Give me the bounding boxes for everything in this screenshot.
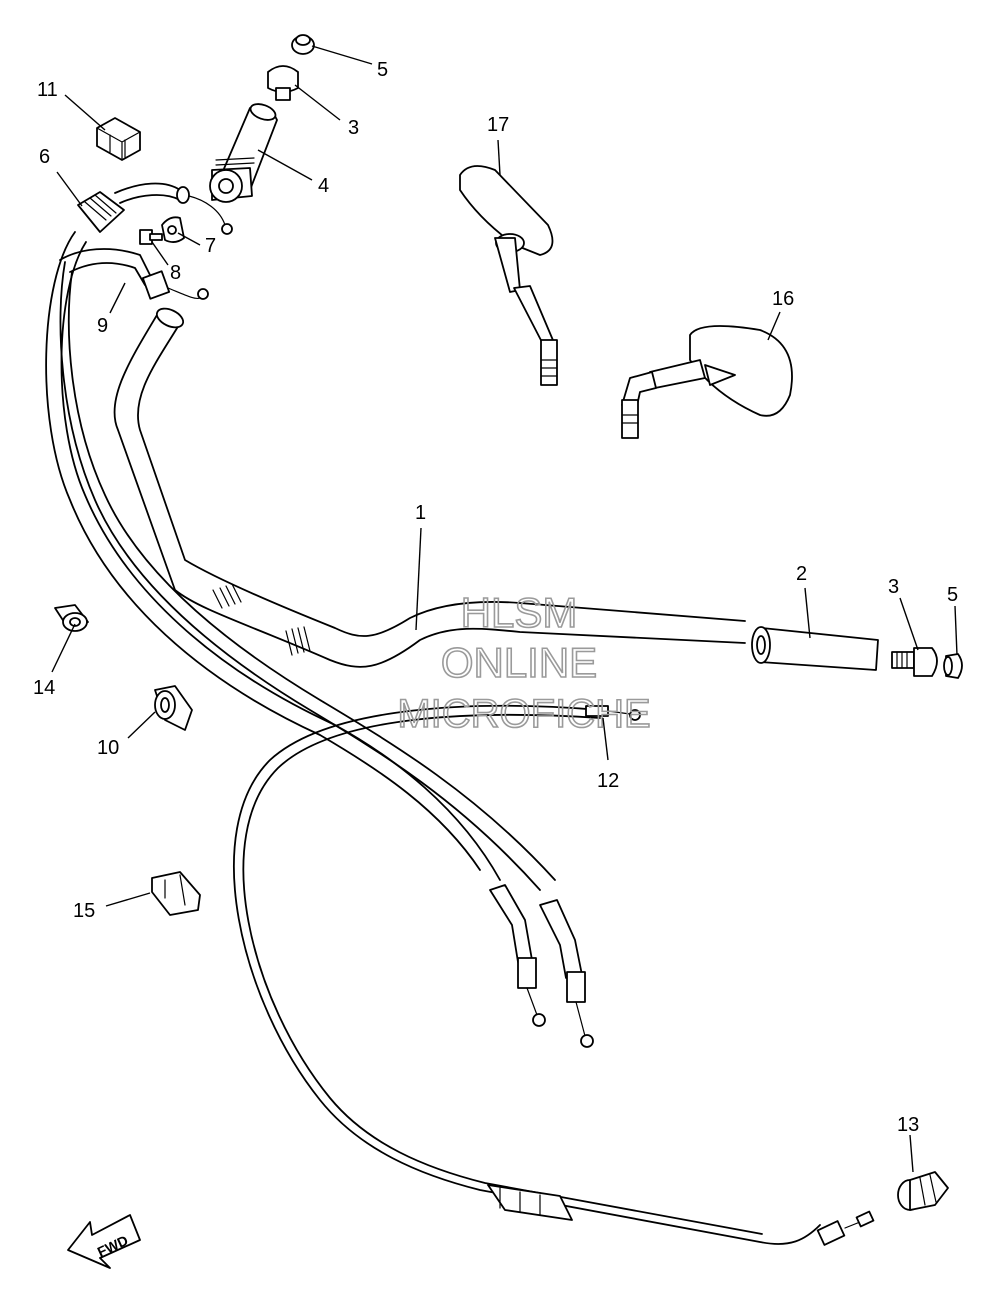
callout-3-left: 3 — [888, 576, 899, 598]
callout-2: 2 — [796, 563, 807, 585]
switch-screw[interactable] — [139, 229, 163, 245]
callout-5-left: 5 — [947, 584, 958, 606]
forward-direction-arrow: FWD — [67, 1214, 141, 1269]
leader-lines — [51, 45, 958, 1173]
callout-8: 8 — [170, 262, 181, 284]
switch-clamp[interactable] — [161, 216, 185, 243]
callout-12: 12 — [597, 770, 619, 792]
watermark-line-2: ONLINE — [441, 639, 597, 686]
cable-clamp-14[interactable] — [54, 604, 89, 632]
cable-clamp-15[interactable] — [151, 871, 201, 916]
handlebar-switch-left[interactable] — [59, 248, 209, 300]
clutch-cable[interactable] — [233, 704, 875, 1246]
bar-end-weight-right[interactable] — [267, 65, 299, 101]
rear-view-mirror-right[interactable] — [459, 165, 558, 386]
throttle-grip[interactable] — [209, 101, 278, 203]
callout-9: 9 — [97, 315, 108, 337]
callout-7: 7 — [205, 235, 216, 257]
bar-end-weight-left[interactable] — [891, 647, 938, 677]
throttle-cables[interactable] — [45, 231, 594, 1048]
callout-17: 17 — [487, 114, 509, 136]
callout-numbers: 1 2 3 3 4 5 5 6 7 8 9 10 11 12 13 14 15 … — [33, 59, 958, 1136]
callout-16: 16 — [772, 288, 794, 310]
cable-clamp-10[interactable] — [154, 685, 193, 731]
callout-15: 15 — [73, 900, 95, 922]
callout-5-right: 5 — [377, 59, 388, 81]
callout-6: 6 — [39, 146, 50, 168]
bar-end-screw-left[interactable] — [943, 653, 963, 679]
callout-4: 4 — [318, 175, 329, 197]
watermark-line-3: MICROFICHE — [397, 692, 650, 736]
callout-14: 14 — [33, 677, 55, 699]
watermark-line-1: HLSM — [461, 589, 578, 636]
callout-11: 11 — [37, 79, 58, 101]
callout-13: 13 — [897, 1114, 919, 1136]
left-grip[interactable] — [751, 626, 879, 671]
callout-3-right: 3 — [348, 117, 359, 139]
handlebar[interactable] — [113, 305, 746, 668]
rear-view-mirror-left[interactable] — [621, 325, 793, 439]
clutch-switch[interactable] — [897, 1171, 949, 1211]
watermark: HLSM ONLINE MICROFICHE — [397, 588, 652, 737]
cable-holder-top[interactable] — [96, 117, 141, 161]
throttle-housing[interactable] — [77, 182, 233, 235]
bar-end-screw-right[interactable] — [291, 34, 315, 55]
callout-10: 10 — [97, 737, 119, 759]
callout-1: 1 — [415, 502, 426, 524]
